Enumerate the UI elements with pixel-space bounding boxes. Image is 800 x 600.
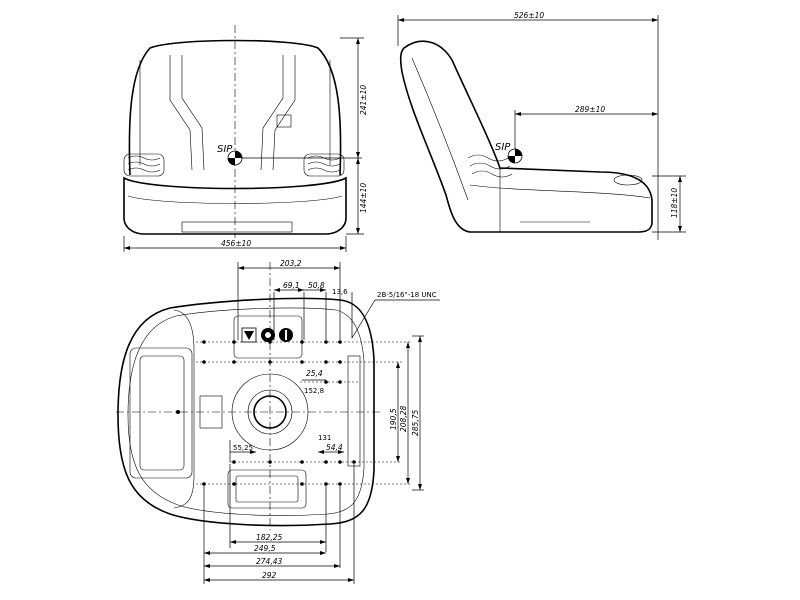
- dim-182-25: 182,25: [256, 533, 282, 542]
- dim-274-43: 274,43: [256, 557, 282, 566]
- info-pictogram-icon: [279, 328, 293, 342]
- right-spring: [303, 153, 345, 177]
- side-sip-marker: [507, 110, 523, 164]
- dim-292: 292: [262, 571, 277, 580]
- dim-69-1: 69,1: [283, 281, 300, 290]
- front-width-dim: 456±10: [221, 239, 251, 248]
- dim-249-5: 249,5: [254, 544, 276, 553]
- seat-pictogram-icon: [261, 328, 275, 342]
- side-seat-height-dim: 118±10: [670, 188, 679, 218]
- bottom-view: 203,2 69,1 50,8 13,6 2B-5/16"-18 UNC 25,…: [116, 259, 440, 584]
- dim-203-2: 203,2: [280, 259, 302, 268]
- dim-55-25: 55,25: [233, 444, 253, 452]
- side-length-dim: 526±10: [514, 11, 544, 20]
- dim-131: 131: [318, 434, 331, 442]
- dim-152-8: 152,8: [304, 387, 324, 395]
- dim-25-4: 25,4: [306, 369, 323, 378]
- thread-callout: 2B-5/16"-18 UNC: [377, 291, 437, 299]
- dim-190-5: 190,5: [389, 408, 398, 430]
- front-back-height-dim: 241±10: [359, 85, 368, 115]
- front-sip-label: SIP: [217, 144, 233, 155]
- dim-208-28: 208,28: [399, 406, 408, 432]
- dim-13-6: 13,6: [332, 288, 348, 296]
- warning-triangle-icon: [241, 327, 257, 343]
- front-sip-marker: [227, 150, 362, 166]
- dim-50-8: 50,8: [308, 281, 325, 290]
- front-view: SIP 241±10 144±10 456±10: [123, 25, 368, 252]
- front-cushion-height-dim: 144±10: [359, 183, 368, 213]
- side-sip-label: SIP: [495, 142, 511, 153]
- left-spring: [123, 153, 165, 177]
- side-sip-offset-dim: 289±10: [575, 105, 605, 114]
- dim-54-4: 54,4: [326, 443, 343, 452]
- dim-285-75: 285,75: [411, 410, 420, 436]
- side-view: SIP 526±10 289±10 118±10: [397, 11, 686, 240]
